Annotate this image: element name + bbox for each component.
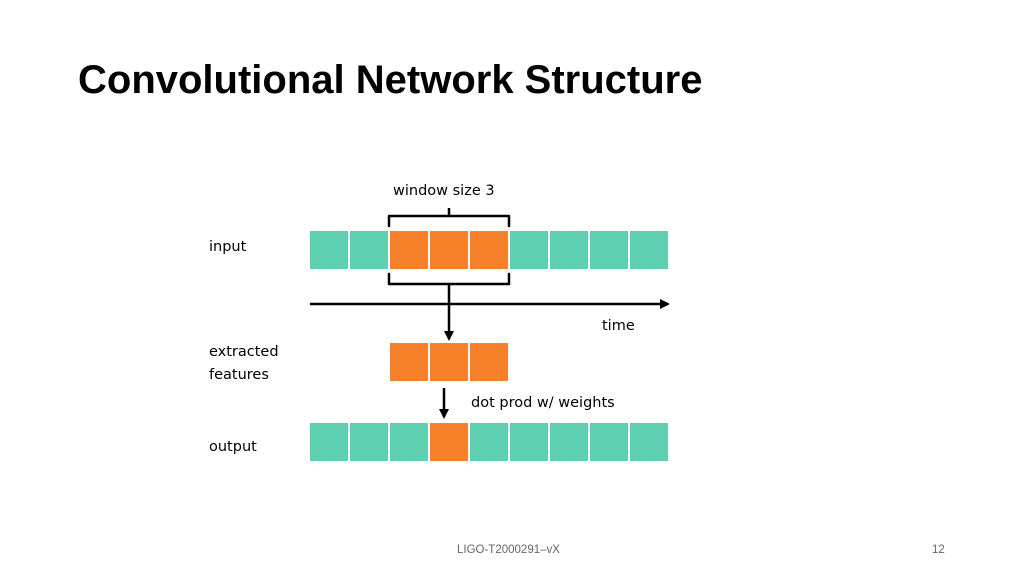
output-cell-teal [389,422,429,462]
footer-doc-id: LIGO-T2000291–vX [457,544,560,556]
input-label: input [209,239,247,255]
feature-cell-orange [429,342,469,382]
input-cell-teal [629,230,669,270]
output-cell-orange [429,422,469,462]
output-cell-teal [349,422,389,462]
output-cell-teal [629,422,669,462]
output-cell-teal [469,422,509,462]
input-cell-teal [589,230,629,270]
features-label: features [209,367,269,383]
input-cell-orange [389,230,429,270]
feature-cell-orange [389,342,429,382]
input-cell-orange [429,230,469,270]
input-cell-teal [509,230,549,270]
input-cell-teal [549,230,589,270]
output-cell-teal [509,422,549,462]
output-cell-teal [549,422,589,462]
feature-cell-orange [469,342,509,382]
extracted-label: extracted [209,344,279,360]
input-cell-teal [309,230,349,270]
page-number: 12 [932,544,945,556]
window-bracket-bottom [387,272,511,286]
output-cell-teal [309,422,349,462]
time-label: time [602,318,635,334]
input-cell-teal [349,230,389,270]
output-label: output [209,439,257,455]
slide-title: Convolutional Network Structure [78,58,703,102]
output-cell-teal [589,422,629,462]
window-size-label: window size 3 [393,183,495,199]
dot-prod-label: dot prod w/ weights [471,395,615,411]
input-cell-orange [469,230,509,270]
window-bracket-top [387,214,511,228]
